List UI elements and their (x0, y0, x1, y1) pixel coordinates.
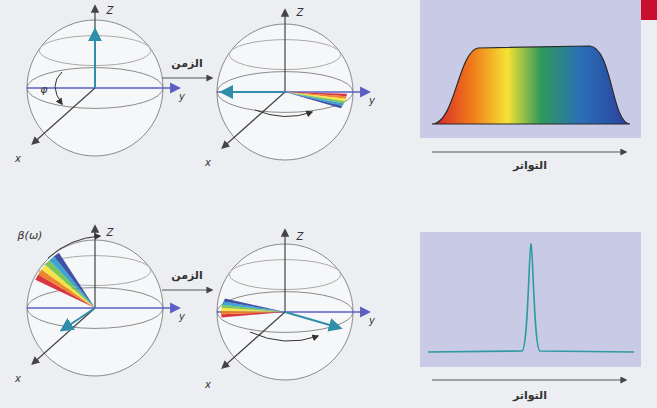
broad-spectrum (432, 46, 630, 124)
axis-label: Z (297, 231, 304, 242)
spectrum-panel (420, 232, 641, 367)
axis-label: y (369, 315, 375, 326)
bloch-sphere (217, 230, 369, 380)
axis-label: x (15, 373, 21, 384)
axis-label: y (369, 95, 375, 106)
caption-word: التواتر (513, 160, 547, 172)
axis-label: Z (107, 227, 114, 238)
spectrum-panel (420, 0, 641, 138)
frequency-arrow (432, 380, 626, 381)
time-arrow (162, 78, 212, 79)
corner-tab (641, 0, 657, 20)
axis-label: Z (107, 5, 114, 16)
narrow-peak (428, 244, 634, 352)
symbol-label: φ (40, 84, 47, 96)
axis-label: x (15, 153, 21, 164)
symbol-label: β(ω) (18, 230, 43, 242)
axis-label: x (205, 157, 211, 168)
axis-label: y (179, 91, 185, 102)
caption-word: الزمن (171, 270, 202, 282)
bloch-sphere (217, 10, 369, 160)
axis-label: Z (297, 7, 304, 18)
axis-label: x (205, 379, 211, 390)
caption-word: الزمن (171, 58, 202, 70)
axis-label: y (179, 311, 185, 322)
frequency-arrow (432, 152, 626, 153)
time-arrow (162, 290, 212, 291)
caption-word: التواتر (513, 390, 547, 402)
bloch-sphere (27, 6, 179, 156)
bloch-sphere (27, 226, 179, 376)
